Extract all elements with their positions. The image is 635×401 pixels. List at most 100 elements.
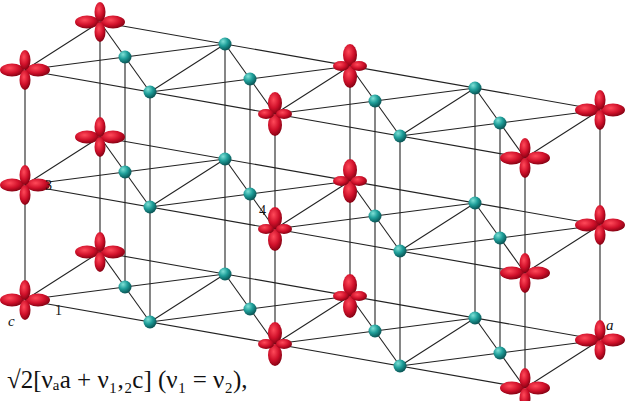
orbital-lobe <box>20 165 31 185</box>
anion-atom <box>244 303 257 316</box>
callout-number: 1 <box>54 304 63 318</box>
d-orbital <box>258 92 292 136</box>
anion-atom <box>119 51 132 64</box>
orbital-lobe <box>333 61 349 71</box>
d-orbital <box>500 138 550 178</box>
orbital-lobe <box>595 340 606 360</box>
anion-atom <box>494 117 507 130</box>
d-orbital <box>75 2 125 42</box>
d-orbital <box>0 165 50 205</box>
d-orbital <box>575 320 625 360</box>
orbital-lobe <box>520 368 531 388</box>
lattice-line <box>150 44 225 92</box>
lattice-line <box>400 238 500 251</box>
axis-label: c <box>8 314 15 329</box>
d-orbital <box>75 232 125 272</box>
orbital-lobe <box>276 339 292 349</box>
orbital-lobe <box>351 61 367 71</box>
orbital-lobe <box>95 232 106 252</box>
lattice-line <box>400 318 475 366</box>
orbital-lobe <box>333 291 349 301</box>
anion-atom <box>244 73 257 86</box>
anion-atom <box>494 347 507 360</box>
axis-label: a <box>606 318 614 333</box>
orbital-lobe <box>95 2 106 22</box>
anion-atom <box>394 360 407 373</box>
lattice-line <box>150 274 225 322</box>
orbital-lobe <box>520 388 531 401</box>
lattice-line <box>400 123 500 136</box>
anion-atom <box>219 153 232 166</box>
lattice-line <box>125 44 225 57</box>
orbital-lobe <box>351 176 367 186</box>
orbital-lobe <box>20 300 31 320</box>
lattice-line <box>150 79 250 92</box>
anion-atom <box>144 316 157 329</box>
lattice-line <box>275 296 350 344</box>
orbital-lobe <box>20 50 31 70</box>
lattice-line <box>150 194 250 207</box>
lattice-line <box>375 88 475 101</box>
anion-atom <box>144 86 157 99</box>
lattice-line <box>275 66 350 114</box>
d-orbital <box>258 322 292 366</box>
lattice-line <box>25 22 100 70</box>
lattice-atoms <box>0 2 625 401</box>
orbital-lobe <box>520 273 531 293</box>
anion-atom <box>219 268 232 281</box>
orbital-lobe <box>258 339 274 349</box>
formula-text: √2[νₐa + ν₁,₂c] (ν₁ = ν₂), <box>4 366 251 393</box>
d-orbital <box>0 280 50 320</box>
callout-number: 3 <box>44 179 53 193</box>
anion-atom <box>394 130 407 143</box>
orbital-lobe <box>595 110 606 130</box>
anion-atom <box>394 245 407 258</box>
lattice-line <box>400 353 500 366</box>
lattice-line <box>525 110 600 158</box>
orbital-lobe <box>333 176 349 186</box>
anion-atom <box>469 197 482 210</box>
anion-atom <box>369 325 382 338</box>
orbital-lobe <box>95 22 106 42</box>
lattice-line <box>375 203 475 216</box>
anion-atom <box>119 166 132 179</box>
orbital-lobe <box>351 291 367 301</box>
orbital-lobe <box>276 224 292 234</box>
lattice-line <box>375 318 475 331</box>
orbital-lobe <box>520 138 531 158</box>
lattice-line <box>25 137 100 185</box>
lattice-line <box>125 159 225 172</box>
lattice-line <box>400 88 475 136</box>
anion-atom <box>369 210 382 223</box>
lattice-line <box>275 181 350 229</box>
anion-atom <box>144 201 157 214</box>
anion-atom <box>469 312 482 325</box>
d-orbital <box>500 253 550 293</box>
orbital-lobe <box>595 90 606 110</box>
d-orbital <box>333 274 367 318</box>
anion-atom <box>219 38 232 51</box>
d-orbital <box>333 44 367 88</box>
d-orbital <box>333 159 367 203</box>
orbital-lobe <box>595 225 606 245</box>
d-orbital <box>575 205 625 245</box>
lattice-line <box>525 225 600 273</box>
lattice-line <box>25 252 100 300</box>
d-orbital <box>575 90 625 130</box>
lattice-lines <box>25 22 600 388</box>
lattice-line <box>525 340 600 388</box>
d-orbital <box>0 50 50 90</box>
orbital-lobe <box>276 109 292 119</box>
d-orbital <box>500 368 550 401</box>
orbital-lobe <box>520 253 531 273</box>
anion-atom <box>244 188 257 201</box>
orbital-lobe <box>520 158 531 178</box>
orbital-lobe <box>258 109 274 119</box>
d-orbital <box>75 117 125 157</box>
orbital-lobe <box>95 252 106 272</box>
anion-atom <box>369 95 382 108</box>
anion-atom <box>494 232 507 245</box>
anion-atom <box>119 281 132 294</box>
orbital-lobe <box>595 205 606 225</box>
